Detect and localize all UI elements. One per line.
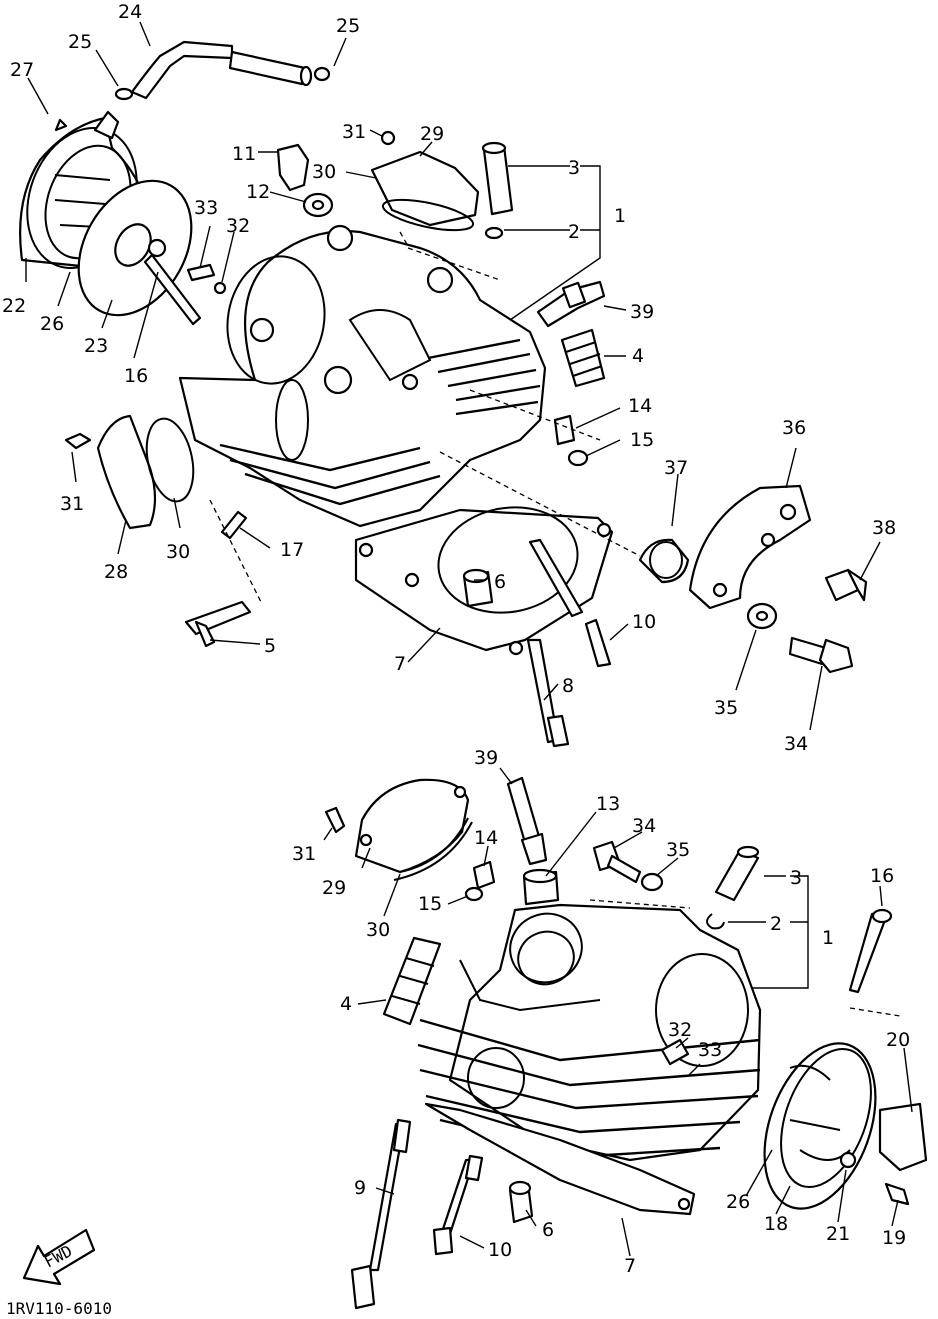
studs-lower (350, 1118, 484, 1310)
callout-10: 10 (488, 1239, 512, 1261)
callout-16: 16 (870, 865, 894, 887)
left-side-cover (19, 110, 227, 326)
caps (276, 143, 334, 218)
callout-9: 9 (354, 1177, 366, 1199)
callout-39: 39 (474, 747, 498, 769)
cylinder-head-gasket-upper (354, 506, 614, 656)
bolt-38 (824, 568, 868, 602)
callout-2: 2 (770, 913, 782, 935)
cap-13 (522, 868, 560, 906)
forward-arrow-icon: FWD (22, 1228, 96, 1286)
callout-18: 18 (764, 1213, 788, 1235)
callout-25: 25 (68, 31, 92, 53)
callout-10: 10 (632, 611, 656, 633)
callout-6: 6 (494, 571, 506, 593)
valve-guide-lower (706, 845, 760, 930)
callout-35: 35 (714, 697, 738, 719)
callout-17: 17 (280, 539, 304, 561)
callout-3: 3 (790, 867, 802, 889)
studs-upper (526, 538, 612, 748)
drawing-code: 1RV110-6010 (6, 1299, 112, 1318)
callout-38: 38 (872, 517, 896, 539)
callout-7: 7 (624, 1255, 636, 1277)
callout-14: 14 (474, 827, 498, 849)
callout-16: 16 (124, 365, 148, 387)
lower-cylinder-head (417, 903, 762, 1162)
valve-guide (481, 141, 514, 240)
upper-leader-lines (25, 21, 881, 731)
callout-32: 32 (668, 1019, 692, 1041)
callout-31: 31 (342, 121, 366, 143)
callout-37: 37 (664, 457, 688, 479)
callout-7: 7 (394, 653, 406, 675)
valve-spring-lower (382, 936, 442, 1026)
top-cover (370, 130, 480, 232)
callout-29: 29 (322, 877, 346, 899)
callout-33: 33 (194, 197, 218, 219)
callout-1: 1 (822, 927, 834, 949)
callout-6: 6 (542, 1219, 554, 1241)
callout-15: 15 (418, 893, 442, 915)
callout-5: 5 (264, 635, 276, 657)
lower-callouts: 39 13 34 35 14 31 29 30 15 3 2 1 16 4 32… (292, 747, 910, 1277)
callout-34: 34 (632, 815, 656, 837)
callout-31: 31 (292, 843, 316, 865)
callout-26: 26 (726, 1191, 750, 1213)
callout-19: 19 (882, 1227, 906, 1249)
callout-22: 22 (2, 295, 26, 317)
callout-27: 27 (10, 59, 34, 81)
callout-33: 33 (698, 1039, 722, 1061)
upper-cylinder-head (178, 224, 547, 528)
callout-1: 1 (614, 205, 626, 227)
dowel-and-pipe (184, 510, 252, 648)
upper-callouts: 24 25 25 27 11 12 31 29 30 3 2 1 33 32 2… (2, 1, 896, 755)
valve-cover-left (64, 414, 195, 530)
callout-14: 14 (628, 395, 652, 417)
bolt-34-washer-35 (746, 602, 854, 674)
breather-pipe (114, 40, 331, 101)
top-cover-lower (324, 778, 473, 881)
callout-12: 12 (246, 181, 270, 203)
callout-34: 34 (784, 733, 808, 755)
callout-28: 28 (104, 561, 128, 583)
callout-4: 4 (632, 345, 644, 367)
callout-20: 20 (886, 1029, 910, 1051)
callout-8: 8 (562, 675, 574, 697)
valve-spring-upper (560, 328, 606, 388)
spark-plug-upper (536, 280, 606, 328)
cylinder-head-gasket-lower (424, 1102, 696, 1224)
callout-35: 35 (666, 839, 690, 861)
callout-23: 23 (84, 335, 108, 357)
callout-32: 32 (226, 215, 250, 237)
callout-29: 29 (420, 123, 444, 145)
callout-11: 11 (232, 143, 256, 165)
callout-24: 24 (118, 1, 142, 23)
callout-13: 13 (596, 793, 620, 815)
lower-leader-lines (323, 767, 913, 1257)
callout-4: 4 (340, 993, 352, 1015)
callout-21: 21 (826, 1223, 850, 1245)
lower-cylinder-head-assembly: FWD (22, 747, 928, 1310)
engine-bracket (638, 484, 812, 610)
callout-3: 3 (568, 157, 580, 179)
bolts-14-15 (553, 414, 589, 467)
callout-15: 15 (630, 429, 654, 451)
callout-30: 30 (366, 919, 390, 941)
callout-36: 36 (782, 417, 806, 439)
callout-30: 30 (166, 541, 190, 563)
bolt-34-lower (592, 840, 664, 892)
callout-26: 26 (40, 313, 64, 335)
right-side-cover (763, 1042, 928, 1210)
spark-plug-lower (506, 776, 548, 866)
upper-cylinder-head-assembly: 24 25 25 27 11 12 31 29 30 3 2 1 33 32 2… (2, 1, 896, 755)
callout-30: 30 (312, 161, 336, 183)
callout-25: 25 (336, 15, 360, 37)
nuts-lower (464, 860, 496, 902)
bolt-16-lower (848, 908, 893, 994)
callout-39: 39 (630, 301, 654, 323)
callout-31: 31 (60, 493, 84, 515)
callout-2: 2 (568, 221, 580, 243)
